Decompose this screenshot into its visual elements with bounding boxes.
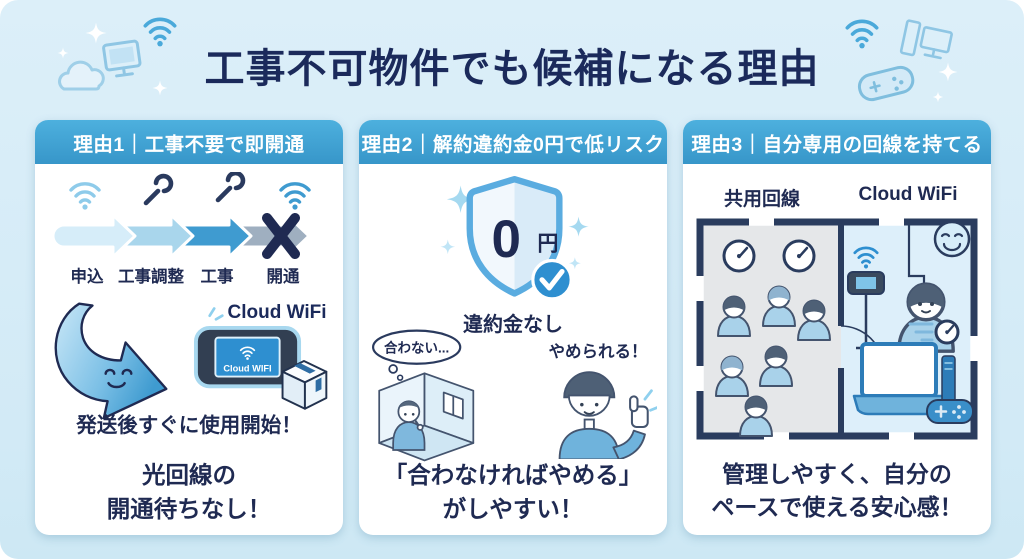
speed-lines — [908, 322, 934, 342]
wall-openings — [696, 218, 978, 440]
sparkle — [568, 257, 581, 270]
gamepad-icon — [857, 65, 915, 102]
card-1-header: 理由1｜工事不要で即開通 — [35, 120, 343, 164]
wifi-router-and-box: Cloud WIFI — [193, 325, 328, 410]
smiley-face-icon — [933, 220, 971, 258]
check-circle-icon — [531, 258, 573, 301]
shipping-box-icon — [281, 360, 328, 410]
flow-step-label: 申込 — [71, 266, 105, 286]
thinking-person — [392, 400, 426, 451]
game-console-icon — [941, 355, 956, 409]
speed-gauge-icon — [722, 239, 756, 273]
sparkle — [568, 216, 589, 237]
desktop-pc-icon — [899, 19, 953, 60]
shield-yen-unit: 円 — [537, 232, 558, 255]
shield-zero-value: 0 — [492, 210, 522, 269]
thought-bubble-text: 合わない... — [384, 339, 449, 355]
card-2-footer: 「合わなければやめる」 がしやすい！ — [383, 462, 643, 523]
flow-step-label: 開通 — [267, 267, 301, 286]
thumbs-up-person — [558, 371, 657, 460]
reason-cards: 理由1｜工事不要で即開通 申込 工事調整 工事 — [35, 120, 998, 535]
no-construction-x-icon — [262, 213, 300, 259]
cloud-wifi-user — [897, 282, 955, 353]
card-1-footer: 光回線の 開通待ちなし！ — [106, 462, 272, 523]
thinking-person-in-room: 合わない... — [372, 329, 475, 462]
swoosh-arrow-smiley — [54, 302, 168, 420]
wrench-icon — [218, 173, 243, 200]
flow-step-label: 工事 — [201, 267, 235, 286]
construction-flow-diagram: 申込 工事調整 工事 開通 — [51, 172, 311, 286]
wifi-icon — [279, 182, 311, 212]
zero-yen-shield: 0 円 — [440, 175, 589, 301]
speed-gauge-icon — [934, 319, 960, 345]
card-reason-2: 理由2｜解約違約金0円で低リスク 0 円 — [359, 120, 667, 535]
outer-walls — [696, 218, 978, 440]
card-3-header: 理由3｜自分専用の回線を持てる — [683, 120, 991, 164]
shared-line-label: 共用回線 — [723, 189, 800, 210]
header-decorations — [57, 17, 958, 103]
card-reason-1: 理由1｜工事不要で即開通 申込 工事調整 工事 — [35, 120, 343, 535]
card-reason-3: 理由3｜自分専用の回線を持てる 共用回線 Cloud WiFi — [683, 120, 991, 535]
thumbs-up-hand-icon — [629, 395, 649, 428]
card-2-header: 理由2｜解約違約金0円で低リスク — [359, 120, 667, 164]
game-controller-icon — [926, 399, 974, 424]
wrench-icon — [146, 176, 171, 203]
sparkle-ticks-icon — [208, 307, 225, 321]
cloud-wifi-label: Cloud WiFi — [197, 302, 337, 324]
smiley-face-icon — [104, 368, 133, 389]
flow-step-label: 工事調整 — [118, 266, 185, 286]
monitor-icon — [102, 39, 142, 78]
router-screen-label: Cloud WIFI — [223, 364, 271, 374]
speed-gauge-icon — [782, 239, 816, 273]
card-3-footer: 管理しやすく、自分の ペースで使える安心感！ — [711, 461, 963, 521]
thought-bubble: 合わない... — [372, 329, 462, 381]
cloud-wifi-room-label: Cloud WiFi — [858, 184, 958, 205]
page-title: 工事不可物件でも候補になる理由 — [204, 47, 820, 91]
wifi-icon — [69, 182, 101, 212]
sparkle — [440, 239, 456, 255]
cheer-text: やめられる！ — [548, 343, 648, 361]
card-2-caption: 違約金なし — [463, 314, 563, 336]
card-1-caption: 発送後すぐに使用開始！ — [76, 414, 302, 437]
floor-plan-comparison — [696, 218, 978, 440]
cloud-icon — [58, 60, 105, 91]
